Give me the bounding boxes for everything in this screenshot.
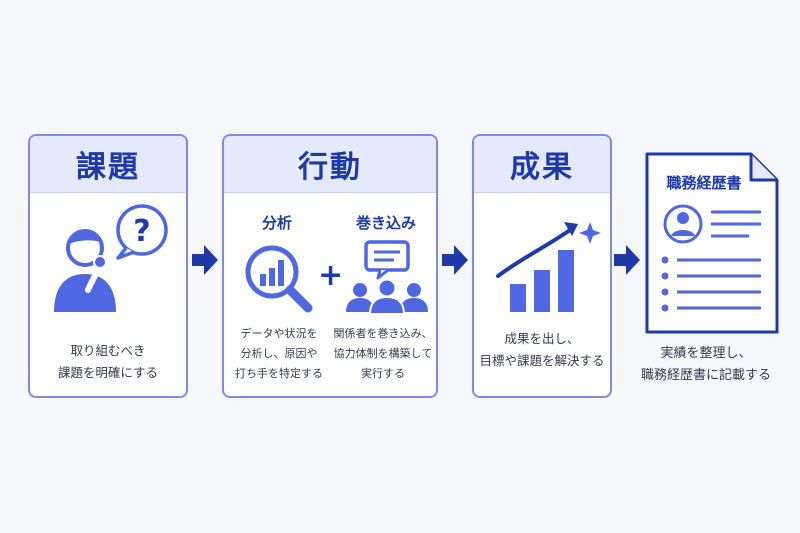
step-card-action: 行動 分析 + 巻き込み データや状況を 分析し、原因や 打ち手を特定する 関係… (222, 134, 438, 398)
resume-document-icon (645, 152, 779, 334)
sub-description-analysis: データや状況を 分析し、原因や 打ち手を特定する (235, 327, 323, 380)
plus-connector: + (318, 258, 344, 293)
sub-label-involvement: 巻き込み (355, 214, 416, 232)
step-description: 取り組むべき 課題を明確にする (57, 343, 159, 380)
arrow-right-icon (442, 245, 468, 275)
arrow-right-icon (192, 245, 218, 275)
team-chat-icon (346, 240, 428, 315)
sub-label-analysis: 分析 (261, 214, 292, 232)
step-title: 課題 (30, 136, 186, 193)
arrow-right-icon (614, 245, 640, 275)
growth-chart-icon (496, 222, 601, 312)
step-title: 成果 (474, 136, 610, 193)
step-description: 成果を出し、 目標や課題を解決する (479, 331, 605, 368)
magnifier-chart-icon (245, 245, 313, 313)
resume-document: 職務経歴書 (645, 152, 779, 334)
sub-description-involvement: 関係者を巻き込み、 協力体制を構築して 実行する (333, 327, 433, 380)
document-description: 実績を整理し、 職務経歴書に記載する (640, 346, 771, 383)
person-question-icon: ? (54, 204, 168, 312)
step-title: 行動 (224, 136, 436, 193)
svg-text:?: ? (133, 214, 150, 249)
document-title: 職務経歴書 (666, 174, 742, 192)
step-card-issue: 課題 ? 取り組むべき 課題を明確にする (28, 134, 188, 398)
step-card-result: 成果 成果を出し、 目標や課題を解決する (472, 134, 612, 398)
